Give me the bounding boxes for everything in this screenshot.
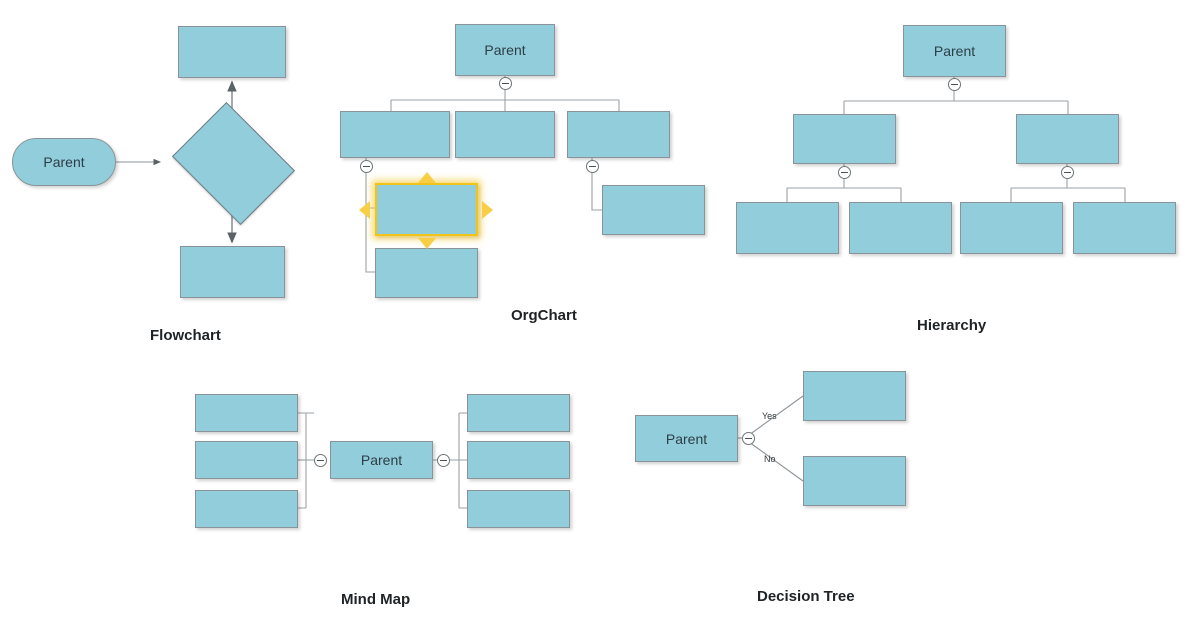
orgchart-node-child-1[interactable] <box>340 111 450 158</box>
mindmap-node-left-3[interactable] <box>195 490 298 528</box>
orgchart-node-grandchild-2[interactable] <box>375 248 478 298</box>
mindmap-toggle-left[interactable] <box>314 454 327 467</box>
mindmap-toggle-right[interactable] <box>437 454 450 467</box>
mindmap-node-left-2[interactable] <box>195 441 298 479</box>
orgchart-toggle-child-1[interactable] <box>360 160 373 173</box>
resize-handle-bottom[interactable] <box>418 238 436 249</box>
hierarchy-toggle-level2-2[interactable] <box>1061 166 1074 179</box>
hierarchy-toggle-parent[interactable] <box>948 78 961 91</box>
resize-handle-left[interactable] <box>359 201 370 219</box>
resize-handle-right[interactable] <box>482 201 493 219</box>
mindmap-node-parent[interactable]: Parent <box>330 441 433 479</box>
decisiontree-toggle-parent[interactable] <box>742 432 755 445</box>
mindmap-node-right-2[interactable] <box>467 441 570 479</box>
hierarchy-node-level2-1[interactable] <box>793 114 896 164</box>
orgchart-node-grandchild-3[interactable] <box>602 185 705 235</box>
decisiontree-node-parent[interactable]: Parent <box>635 415 738 462</box>
mindmap-node-left-1[interactable] <box>195 394 298 432</box>
hierarchy-node-level3-3[interactable] <box>960 202 1063 254</box>
orgchart-node-parent-label: Parent <box>484 42 526 58</box>
resize-handle-top[interactable] <box>418 172 436 183</box>
hierarchy-node-parent[interactable]: Parent <box>903 25 1006 77</box>
flowchart-node-parent[interactable]: Parent <box>12 138 116 186</box>
hierarchy-node-level2-2[interactable] <box>1016 114 1119 164</box>
hierarchy-node-parent-label: Parent <box>933 43 976 59</box>
flowchart-caption: Flowchart <box>150 327 221 344</box>
decisiontree-label-yes: Yes <box>762 411 777 421</box>
orgchart-node-selected[interactable] <box>375 183 478 236</box>
decisiontree-node-yes[interactable] <box>803 371 906 421</box>
decisiontree-label-no: No <box>764 454 776 464</box>
mindmap-node-parent-label: Parent <box>360 452 403 468</box>
mindmap-node-right-3[interactable] <box>467 490 570 528</box>
orgchart-node-child-3[interactable] <box>567 111 670 158</box>
decisiontree-caption: Decision Tree <box>757 588 855 605</box>
flowchart-node-bottom[interactable] <box>180 246 285 298</box>
hierarchy-caption: Hierarchy <box>917 317 987 334</box>
hierarchy-node-level3-1[interactable] <box>736 202 839 254</box>
orgchart-toggle-child-3[interactable] <box>586 160 599 173</box>
orgchart-node-child-2[interactable] <box>455 111 555 158</box>
decisiontree-node-no[interactable] <box>803 456 906 506</box>
orgchart-caption: OrgChart <box>511 307 577 324</box>
hierarchy-toggle-level2-1[interactable] <box>838 166 851 179</box>
orgchart-toggle-parent[interactable] <box>499 77 512 90</box>
flowchart-node-top[interactable] <box>178 26 286 78</box>
orgchart-node-parent[interactable]: Parent <box>455 24 555 76</box>
flowchart-node-decision[interactable] <box>171 101 296 225</box>
mindmap-node-right-1[interactable] <box>467 394 570 432</box>
decisiontree-node-parent-label: Parent <box>665 430 708 447</box>
flowchart-node-parent-label: Parent <box>43 154 85 170</box>
hierarchy-node-level3-4[interactable] <box>1073 202 1176 254</box>
hierarchy-node-level3-2[interactable] <box>849 202 952 254</box>
mindmap-caption: Mind Map <box>341 591 411 608</box>
